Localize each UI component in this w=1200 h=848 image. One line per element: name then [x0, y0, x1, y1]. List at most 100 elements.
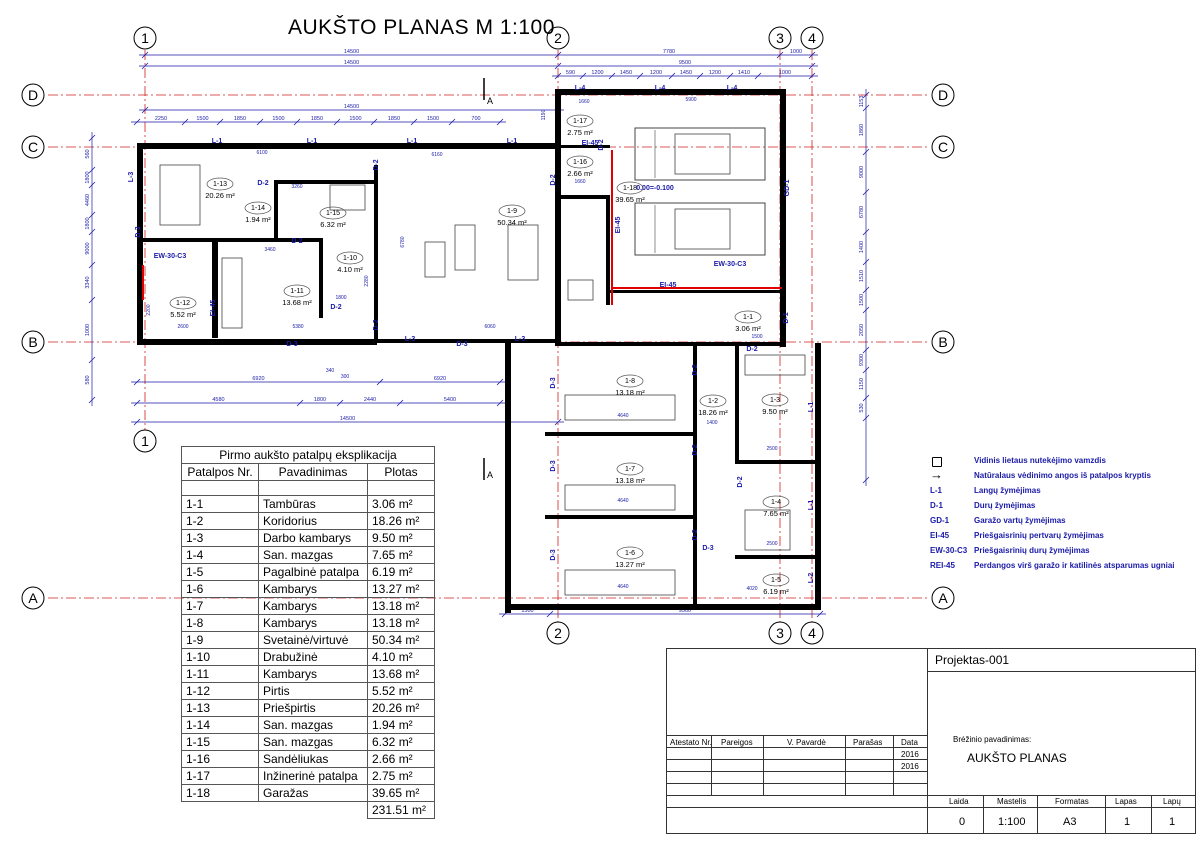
dimension-tick — [862, 306, 870, 314]
wall — [137, 339, 377, 345]
room-nr: 1-11 — [181, 665, 259, 683]
dimension-tick — [141, 51, 149, 59]
section-letter: A — [487, 470, 493, 480]
dimension-value: 560 — [85, 149, 91, 158]
fire-mark: EI-45 — [660, 282, 677, 289]
dimension-tick — [496, 399, 504, 407]
dimension-value: 1500 — [272, 116, 284, 122]
dimension-value: 1850 — [388, 116, 400, 122]
footer-header-sheet: Lapas — [1115, 797, 1137, 806]
wall — [735, 343, 739, 463]
dimension-tick — [579, 72, 587, 80]
dimension-tick — [862, 414, 870, 422]
dimension-tick — [554, 72, 562, 80]
room-tag — [762, 573, 790, 587]
axis-number-bottom: 1 — [141, 433, 149, 449]
inner-dimension: 2600 — [177, 324, 188, 330]
bed — [564, 484, 676, 511]
dimension-value: 9500 — [679, 60, 691, 66]
dimension-tick — [862, 286, 870, 294]
axis-bubble — [931, 330, 955, 354]
axis-bubble — [133, 429, 157, 453]
room-nr: 1-12 — [181, 682, 259, 700]
door-mark: D-2 — [330, 304, 341, 311]
wall — [319, 238, 323, 318]
dimension-value: 1000 — [779, 70, 791, 76]
legend-text: Langų žymėjimas — [974, 486, 1041, 495]
dimension-tick — [376, 378, 384, 386]
plan-title: AUKŠTO PLANAS M 1:100 — [288, 16, 555, 39]
inner-dimension: 4640 — [617, 584, 628, 590]
axis-letter-left: A — [28, 590, 38, 606]
room-name: Svetainė/virtuvė — [258, 631, 368, 649]
dimension-tick — [636, 72, 644, 80]
room-area: 13.18 m² — [367, 614, 435, 632]
furniture — [159, 127, 806, 596]
footer-value-sheet: 1 — [1124, 816, 1131, 828]
room-tag — [206, 177, 234, 191]
wall — [212, 238, 322, 242]
fire-mark: EW-30-C3 — [154, 253, 187, 260]
room-nr: 1-10 — [181, 648, 259, 666]
drawing-name: AUKŠTO PLANAS — [967, 751, 1067, 765]
room-area: 6.32 m² — [367, 733, 435, 751]
dimension-value: 1450 — [620, 70, 632, 76]
room-number: 1-9 — [507, 208, 517, 215]
wall — [606, 195, 610, 305]
inner-dimension: 300 — [341, 374, 350, 380]
dimension-value: 4580 — [212, 397, 224, 403]
room-number: 1-2 — [708, 398, 718, 405]
window-mark: L-4 — [575, 85, 586, 92]
room-tag — [283, 284, 311, 298]
room-number: 1-7 — [625, 466, 635, 473]
room-tag — [498, 204, 526, 218]
wall — [490, 143, 560, 149]
dimension-tick — [696, 72, 704, 80]
axis-bubble — [931, 83, 955, 107]
axis-bubble — [546, 26, 570, 50]
dimension-tick — [88, 181, 96, 189]
door-mark: D-3 — [702, 545, 713, 552]
bathtub — [744, 509, 791, 551]
dimension-value: 14500 — [344, 49, 359, 55]
room-name: Garažas — [258, 784, 368, 802]
room-nr: 1-3 — [181, 529, 259, 547]
inner-dimension: 1400 — [706, 420, 717, 426]
inner-dimension: 1190 — [541, 109, 547, 120]
dimension-tick — [862, 148, 870, 156]
dimension-tick — [816, 610, 824, 618]
room-name: San. mazgas — [258, 716, 368, 734]
inner-dimension: 4020 — [746, 586, 757, 592]
room-name: Kambarys — [258, 580, 368, 598]
room-nr: 1-18 — [181, 784, 259, 802]
axis-bubble — [768, 621, 792, 645]
room-number: 1-5 — [771, 577, 781, 584]
inner-dimension: 3460 — [264, 247, 275, 253]
axis-number-top: 4 — [808, 30, 816, 46]
dimension-tick — [333, 118, 341, 126]
drawing-name-label: Brėžinio pavadinimas: — [953, 735, 1032, 744]
dimension-value: 6920 — [252, 376, 264, 382]
garage-door-mark: GD-1 — [784, 180, 791, 197]
dimension-tick — [396, 399, 404, 407]
dimension-value: 1850 — [234, 116, 246, 122]
room-area: 13.68 m² — [367, 665, 435, 683]
arrow-right-icon: → — [930, 467, 943, 482]
axis-bubble — [21, 135, 45, 159]
room-tag — [244, 201, 272, 215]
room-area: 13.18 m² — [367, 597, 435, 615]
bed — [564, 394, 676, 421]
room-number: 1-6 — [625, 550, 635, 557]
wall — [274, 180, 374, 184]
dimension-value: 3340 — [85, 276, 91, 288]
header-room-nr: Patalpos Nr. — [181, 463, 259, 481]
door-mark: D-2 — [746, 346, 757, 353]
dimension-tick — [668, 72, 676, 80]
legend-key: GD-1 — [930, 516, 950, 525]
room-nr: 1-15 — [181, 733, 259, 751]
room-tag — [761, 393, 789, 407]
total-area: 231.51 m² — [367, 801, 435, 819]
room-nr: 1-14 — [181, 716, 259, 734]
